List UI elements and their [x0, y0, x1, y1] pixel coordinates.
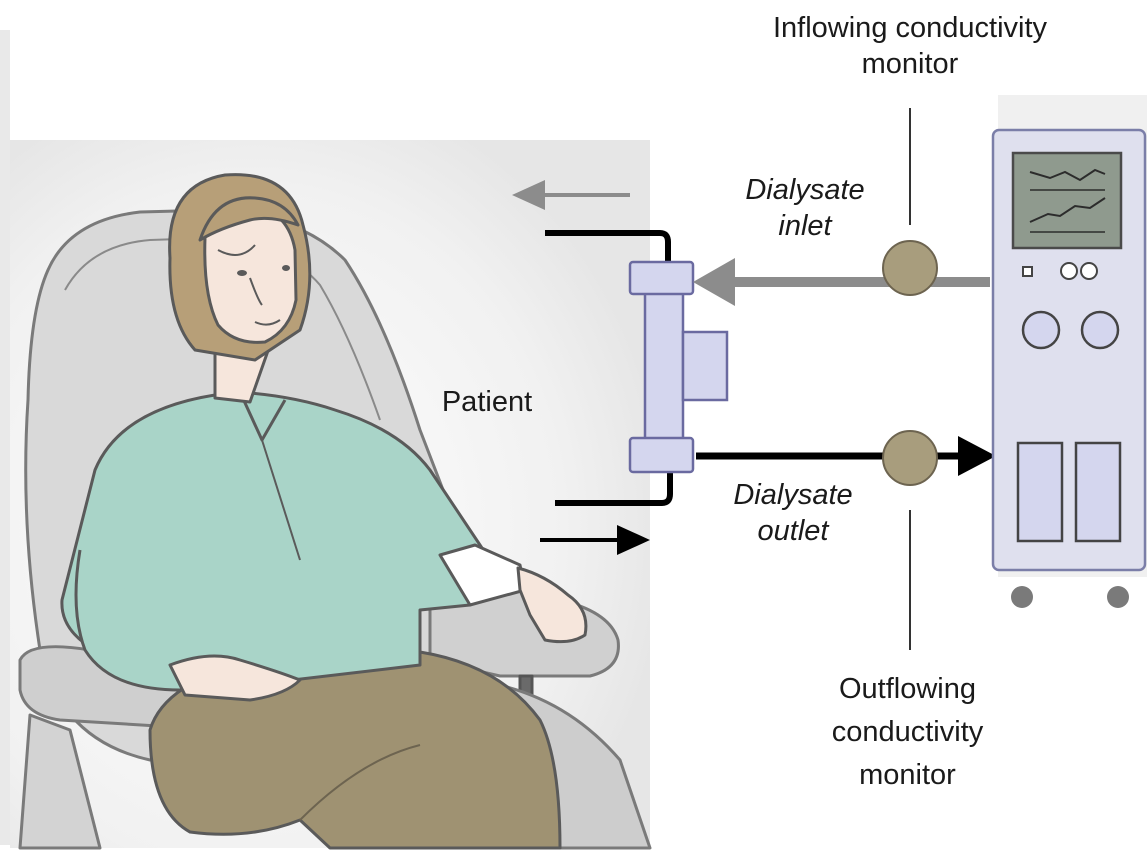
- machine-wheel-left: [1011, 586, 1033, 608]
- machine-display-screen: [1013, 153, 1121, 248]
- dialysate-outlet-label-line1: Dialysate: [718, 477, 868, 513]
- dialysis-machine: [993, 95, 1147, 608]
- machine-wheel-right: [1107, 586, 1129, 608]
- machine-indicator-light-2: [1081, 263, 1097, 279]
- machine-knob-right: [1082, 312, 1118, 348]
- dialysate-outlet-label-line2: outlet: [718, 513, 868, 549]
- dialysate-inlet-arrowhead: [693, 258, 735, 306]
- dialysate-inlet-label-line1: Dialysate: [730, 172, 880, 208]
- machine-knob-left: [1023, 312, 1059, 348]
- outflowing-monitor-label: Outflowing conductivity monitor: [800, 668, 1015, 797]
- machine-indicator-light-1: [1061, 263, 1077, 279]
- outflowing-monitor-label-line2: conductivity: [800, 711, 1015, 754]
- patient-label: Patient: [432, 384, 542, 420]
- machine-panel-left: [1018, 443, 1062, 541]
- dialysate-outlet-label: Dialysate outlet: [718, 477, 868, 549]
- left-edge-strip: [0, 30, 10, 845]
- dialyzer-filter: [630, 262, 727, 472]
- outflowing-monitor-label-line1: Outflowing: [800, 668, 1015, 711]
- inflowing-conductivity-monitor: [883, 241, 937, 295]
- inflowing-monitor-label-line1: Inflowing conductivity: [740, 10, 1080, 46]
- outflowing-monitor-label-line3: monitor: [800, 754, 1015, 797]
- outflowing-conductivity-monitor: [883, 431, 937, 485]
- dialysate-outlet-arrowhead: [958, 436, 996, 476]
- dialysate-inlet-label: Dialysate inlet: [730, 172, 880, 244]
- inflowing-monitor-label-line2: monitor: [740, 46, 1080, 82]
- inflowing-monitor-label: Inflowing conductivity monitor: [740, 10, 1080, 82]
- machine-panel-right: [1076, 443, 1120, 541]
- machine-indicator-square: [1023, 267, 1032, 276]
- dialysate-inlet-label-line2: inlet: [730, 208, 880, 244]
